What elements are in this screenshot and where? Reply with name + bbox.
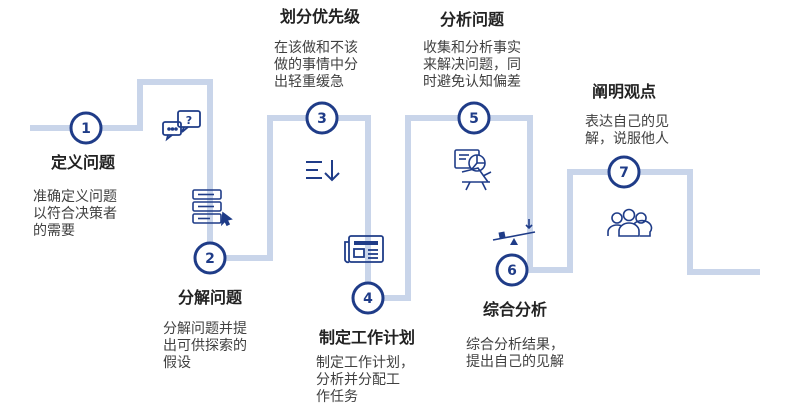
step-4-desc: 制定工作计划， 分析并分配工 作任务 [316,355,414,405]
svg-text:?: ? [186,114,192,127]
svg-text:4: 4 [363,291,373,307]
svg-text:5: 5 [469,111,479,127]
step-1-marker: 1 [69,111,103,145]
process-path [30,79,760,301]
sort-down-icon [306,160,340,182]
svg-text:6: 6 [507,263,517,279]
step-1-desc: 准确定义问题 以符合决策者 的需要 [33,189,117,239]
svg-text:2: 2 [205,251,215,267]
step-2-marker: 2 [193,241,227,275]
step-5-title: 分析问题 [440,10,505,29]
newspaper-icon [344,235,384,264]
step-3-marker: 3 [305,101,339,135]
step-4-marker: 4 [351,281,385,315]
form-list-icon [192,189,233,227]
step-5-marker: 5 [457,101,491,135]
step-6-desc: 综合分析结果， 提出自己的见解 [466,337,564,370]
svg-text:7: 7 [619,165,629,181]
analysis-icon [454,149,492,191]
step-3-title: 划分优先级 [280,7,361,26]
step-7-title: 阐明观点 [592,82,657,101]
step-1-title: 定义问题 [51,153,116,172]
step-6-marker: 6 [495,253,529,287]
step-7-desc: 表达自己的见 解，说服他人 [585,114,669,147]
question-chat-icon: ? [162,110,201,142]
step-3-desc: 在该做和不该 做的事情中分 出轻重缓急 [274,40,358,90]
step-4-title: 制定工作计划 [319,328,416,347]
team-icon [607,208,653,237]
step-6-title: 综合分析 [483,300,548,319]
step-5-desc: 收集和分析事实 来解决问题，同 时避免认知偏差 [423,40,521,90]
step-2-title: 分解问题 [178,288,243,307]
step-2-desc: 分解问题并提 出可供探索的 假设 [163,321,247,371]
svg-text:1: 1 [81,121,91,137]
step-7-marker: 7 [607,155,641,189]
balance-icon [492,219,536,245]
svg-text:3: 3 [317,111,327,127]
